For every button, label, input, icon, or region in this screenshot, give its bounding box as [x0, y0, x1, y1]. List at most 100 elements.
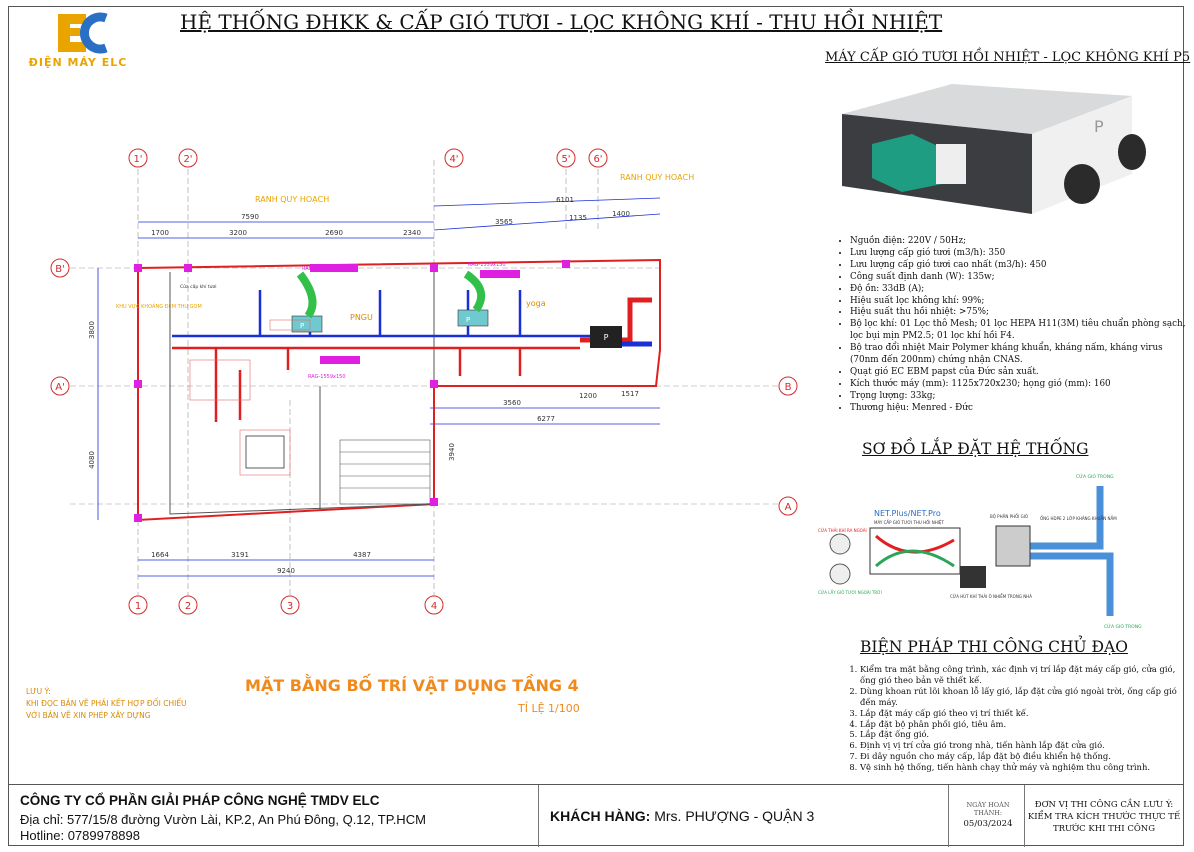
product-title: MÁY CẤP GIÓ TƯƠI HỒI NHIỆT - LỌC KHÔNG K…	[825, 50, 1191, 65]
furniture	[189, 319, 311, 476]
spec-item: Bộ lọc khí: 01 Lọc thô Mesh; 01 lọc HEPA…	[850, 319, 1194, 343]
method-steps: Kiểm tra mặt bằng công trình, xác định v…	[842, 664, 1180, 773]
spec-item: Thương hiệu: Menred - Đức	[850, 403, 1194, 415]
step-item: Lắp đặt bộ phân phối gió, tiêu âm.	[860, 719, 1180, 730]
dim-1400: 1400	[612, 210, 630, 218]
dim-1664: 1664	[151, 551, 169, 559]
grid-top-5: 5'	[561, 154, 570, 165]
inner-walls	[169, 272, 435, 515]
dim-3200: 3200	[229, 229, 247, 237]
company-logo: ĐIỆN MÁY ELC	[18, 12, 138, 72]
dimension-text: 7590 6101 1700 3200 2690 2340 3565 1135 …	[88, 196, 639, 575]
product-image: P	[842, 84, 1146, 214]
exhaust-out-label: CỬA THẢI KHÍ RA NGOÀI	[818, 528, 867, 533]
spec-item: Lưu lượng cấp gió tươi cao nhất (m3/h): …	[850, 260, 1194, 272]
drawing-note: LƯU Ý: KHI ĐỌC BẢN VẼ PHẢI KẾT HỢP ĐỐI C…	[26, 686, 187, 722]
grid-bottom-2: 2	[185, 601, 191, 612]
staircase	[339, 439, 431, 505]
grid-top-4: 4'	[449, 154, 458, 165]
note-line-3: VỚI BẢN VẼ XIN PHÉP XÂY DỰNG	[26, 711, 151, 720]
footer-divider	[538, 785, 539, 847]
spec-item: Bộ trao đổi nhiệt Mair Polymer kháng khu…	[850, 343, 1194, 367]
main-title: HỆ THỐNG ĐHKK & CẤP GIÓ TƯƠI - LỌC KHÔNG…	[180, 10, 943, 34]
return-in-label: CỬA HÚT KHÍ THẢI Ô NHIỄM TRONG NHÀ	[950, 594, 1032, 599]
customer: KHÁCH HÀNG: Mrs. PHƯỢNG - QUẬN 3	[550, 808, 814, 824]
spec-item: Nguồn điện: 220V / 50Hz;	[850, 236, 1194, 248]
grille-label: Cửa cấp khí tươi	[180, 283, 216, 290]
rag-label-1: RAG-1559x150	[302, 266, 340, 272]
dim-3191: 3191	[231, 551, 249, 559]
pipe-label: ỐNG HDPE 2 LỚP KHÁNG KHUẨN NẤM	[1040, 516, 1117, 521]
fresh-in-label: CỬA LẤY GIÓ TƯƠI NGOÀI TRỜI	[818, 590, 882, 595]
grid-top-6: 6'	[593, 154, 602, 165]
net-label: NET.Plus/NET.Pro	[874, 509, 941, 518]
install-title: SƠ ĐỒ LẮP ĐẶT HỆ THỐNG	[862, 440, 1089, 458]
step-item: Vệ sinh hệ thống, tiến hành chạy thử máy…	[860, 762, 1180, 773]
note-line-1: LƯU Ý:	[26, 687, 51, 696]
footer-divider	[948, 785, 949, 847]
brand-name: ĐIỆN MÁY ELC	[28, 56, 128, 69]
dim-1135: 1135	[569, 214, 587, 222]
footer-divider	[1024, 785, 1025, 847]
column-markers	[134, 260, 570, 522]
dim-2690: 2690	[325, 229, 343, 237]
grid-top-2: 2'	[183, 154, 192, 165]
supply-out-label-2: CỬA GIÓ TRONG	[1104, 622, 1142, 630]
ranh-label-1: RANH QUY HOẠCH	[255, 195, 329, 205]
room-label-pngu: PNGU	[350, 313, 373, 322]
floor-plan: 1' 2' 4' 5' 6' 1 2 3 4 B' A' B A 7590 61…	[50, 148, 798, 615]
step-item: Lắp đặt ống gió.	[860, 729, 1180, 740]
grid-bubbles	[50, 148, 798, 615]
spec-item: Hiệu suất thu hồi nhiệt: >75%;	[850, 307, 1194, 319]
dimension-lines	[97, 197, 661, 577]
spec-item: Lưu lượng cấp gió tươi (m3/h): 350	[850, 248, 1194, 260]
step-item: Dùng khoan rút lõi khoan lỗ lấy gió, lắp…	[860, 686, 1180, 708]
grid-left-a: A'	[55, 382, 65, 393]
spec-item: Kích thước máy (mm): 1125x720x230; họng …	[850, 379, 1194, 391]
rag-label-3: RAG-1559x150	[468, 262, 506, 268]
bed	[245, 435, 285, 469]
rag-label-2: RAG-1559x150	[308, 374, 346, 380]
supply-pipes	[1030, 486, 1114, 616]
grid-right-a: A	[785, 502, 792, 513]
step-item: Đi dây nguồn cho máy cấp, lắp đặt bộ điề…	[860, 751, 1180, 762]
company-address: Địa chỉ: 577/15/8 đường Vườn Lài, KP.2, …	[20, 812, 426, 827]
customer-label: KHÁCH HÀNG:	[550, 808, 651, 824]
dim-4080: 4080	[88, 451, 96, 469]
dim-1517: 1517	[621, 390, 639, 398]
unit-label-2: P	[466, 316, 470, 324]
company-hotline: Hotline: 0789978898	[20, 828, 140, 843]
dim-7590: 7590	[241, 213, 259, 221]
grid-left-b: B'	[55, 264, 65, 275]
dim-3560: 3560	[503, 399, 521, 407]
step-item: Kiểm tra mặt bằng công trình, xác định v…	[860, 664, 1180, 686]
grid-lines	[70, 160, 780, 600]
drawing-frame	[8, 6, 1184, 846]
grid-top-1: 1'	[133, 154, 142, 165]
dim-1200: 1200	[579, 392, 597, 400]
building-outline	[137, 258, 661, 522]
hvac-units: P	[291, 264, 622, 364]
plan-title: MẶT BẰNG BỐ TRÍ VẬT DỤNG TẦNG 4	[245, 676, 579, 695]
grid-bottom-1: 1	[135, 601, 141, 612]
spec-list: Nguồn điện: 220V / 50Hz; Lưu lượng cấp g…	[834, 236, 1194, 415]
grid-bottom-4: 4	[431, 601, 437, 612]
exhaust-fan	[960, 566, 986, 588]
company-name: CÔNG TY CỔ PHẦN GIẢI PHÁP CÔNG NGHỆ TMDV…	[20, 793, 380, 808]
logo-icon	[58, 12, 108, 54]
ducts	[172, 290, 652, 422]
distributor-box	[995, 525, 1031, 567]
grid-labels: 1' 2' 4' 5' 6' 1 2 3 4 B' A' B A	[55, 154, 791, 612]
erv-unit	[590, 326, 622, 348]
grid-right-b: B	[785, 382, 792, 393]
title-block: CÔNG TY CỔ PHẦN GIẢI PHÁP CÔNG NGHỆ TMDV…	[8, 784, 1184, 847]
erv-unit-label: P	[604, 333, 609, 342]
note-line-2: KHI ĐỌC BẢN VẼ PHẢI KẾT HỢP ĐỐI CHIẾU	[26, 699, 187, 708]
unit-label-1: P	[300, 322, 304, 330]
dim-3565: 3565	[495, 218, 513, 226]
contractor-warning: ĐƠN VỊ THI CÔNG CẦN LƯU Ý: KIỂM TRA KÍCH…	[1027, 800, 1181, 834]
dim-1700: 1700	[151, 229, 169, 237]
dim-9240: 9240	[277, 567, 295, 575]
spec-item: Hiệu suất lọc không khí: 99%;	[850, 296, 1194, 308]
room-label-yoga: yoga	[526, 299, 546, 308]
